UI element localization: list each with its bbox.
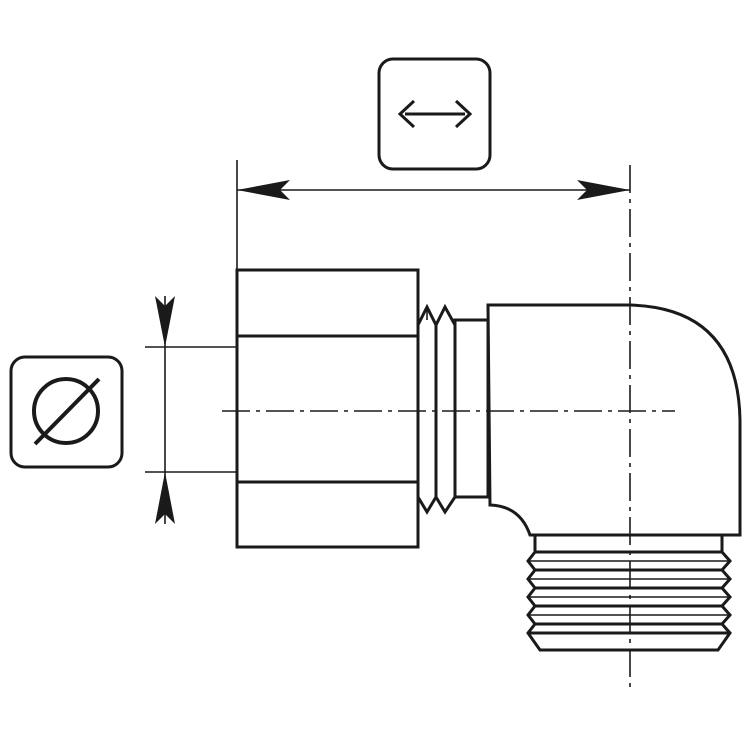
length-dimension	[236, 160, 631, 690]
male-thread	[526, 535, 733, 652]
elbow-body	[486, 303, 742, 537]
tube	[453, 318, 490, 499]
ferrule-ridges	[416, 303, 457, 515]
diameter-icon	[9, 355, 124, 469]
length-icon	[377, 57, 492, 171]
diameter-dimension	[145, 296, 237, 524]
hex-nut	[235, 268, 420, 549]
